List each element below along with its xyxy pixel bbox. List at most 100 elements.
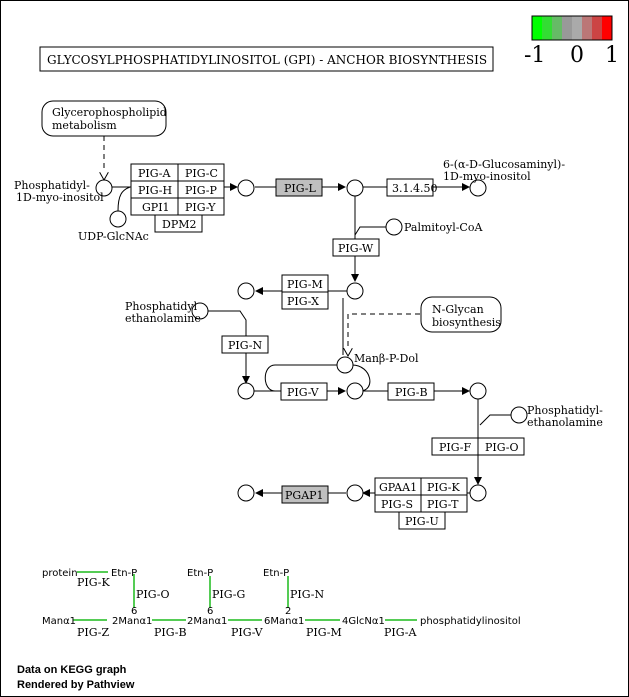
compound-glcn-pi[interactable] <box>346 179 364 197</box>
nglycan-line2: biosynthesis <box>432 316 501 329</box>
palmitoyl-label: Palmitoyl-CoA <box>404 221 483 234</box>
struct-pig-o: PIG-O <box>136 588 169 601</box>
compound-gpi[interactable] <box>469 484 487 502</box>
gp-metabolism-line2: metabolism <box>52 119 117 132</box>
compound-pe-1[interactable] <box>191 302 209 320</box>
link-nglycan <box>348 313 420 356</box>
gene-pig-o-label: PIG-O <box>485 441 518 454</box>
legend-swatch <box>592 16 602 40</box>
gene-ec-label: 3.1.4.50 <box>392 182 437 195</box>
pi-label-2: 1D-myo-inositol <box>16 191 104 204</box>
gene-ec-3-1-4-50[interactable] <box>386 178 434 197</box>
struct-two: 2 <box>285 606 291 617</box>
gene-pig-b[interactable] <box>387 382 435 401</box>
gene-pig-c-label: PIG-C <box>185 167 218 180</box>
pe2-label-2: ethanolamine <box>527 416 603 429</box>
compound-udp-glcnac[interactable] <box>109 210 127 228</box>
struct-etn-p-2: Etn-P <box>187 568 213 579</box>
gene-pig-v-label: PIG-V <box>287 386 320 399</box>
glucosaminyl-label-1: 6-(α-D-Glucosaminyl)- <box>443 158 565 171</box>
gene-pgap1[interactable] <box>281 485 329 504</box>
compound-pi[interactable] <box>95 179 113 197</box>
legend-swatch <box>572 16 582 40</box>
nglycan-line1: N-Glycan <box>432 303 484 316</box>
gp-metabolism-map[interactable] <box>41 100 167 137</box>
man-p-dol-label: Manβ-P-Dol <box>354 352 419 365</box>
gene-pig-l-label: PIG-L <box>284 182 316 195</box>
compound-man2[interactable] <box>346 382 364 400</box>
gene-pig-n[interactable] <box>221 335 269 354</box>
compound-man1[interactable] <box>237 282 255 300</box>
compound-gpi-protein[interactable] <box>346 484 364 502</box>
compound-man-p-dol[interactable] <box>336 356 354 374</box>
gene-pig-y-label: PIG-Y <box>185 201 216 214</box>
compound-gpi-protein-deacyl[interactable] <box>237 484 255 502</box>
gene-pig-f-label: PIG-F <box>439 441 471 454</box>
gene-pig-k-label: PIG-K <box>427 481 460 494</box>
gene-pig-m-label: PIG-M <box>287 278 323 291</box>
gene-pig-u-label: PIG-U <box>405 515 439 528</box>
legend-swatch <box>582 16 592 40</box>
struct-six-1: 6 <box>131 606 137 617</box>
gene-pig-n-label: PIG-N <box>228 339 262 352</box>
gene-pig-l[interactable] <box>275 178 323 197</box>
pe1-label-1: Phosphatidyl <box>125 300 198 313</box>
gene-pig-w[interactable] <box>332 238 380 257</box>
legend-label-mid: 0 <box>570 43 584 68</box>
struct-pig-a: PIG-A <box>384 626 417 639</box>
edge-dol-pigv <box>264 364 337 392</box>
struct-pig-k: PIG-K <box>77 576 110 589</box>
struct-etn-p-1: Etn-P <box>111 568 137 579</box>
struct-pig-n: PIG-N <box>290 588 324 601</box>
gene-pig-o[interactable] <box>477 437 525 456</box>
legend-swatch <box>602 16 612 40</box>
compound-glcnac-pi[interactable] <box>237 179 255 197</box>
struct-glcn: 4GlcNα1 <box>342 616 385 627</box>
pe2-label-1: Phosphatidyl- <box>527 404 603 417</box>
color-legend <box>532 16 612 40</box>
footer-line-2: Rendered by Pathview <box>17 679 135 691</box>
gene-pig-p-label: PIG-P <box>185 184 217 197</box>
title-box <box>39 46 494 72</box>
struct-man1: Manα1 <box>42 616 76 627</box>
legend-swatch <box>532 16 542 40</box>
legend-swatch <box>542 16 552 40</box>
struct-six-2: 6 <box>207 606 213 617</box>
pi-label-1: Phosphatidyl- <box>14 179 90 192</box>
struct-man2: 2Manα1 <box>112 616 152 627</box>
gene-gpaa1-label: GPAA1 <box>379 481 417 494</box>
compound-etnp-man1[interactable] <box>237 382 255 400</box>
edge-pe2 <box>479 414 512 426</box>
gene-pig-v[interactable] <box>280 382 328 401</box>
struct-protein: protein <box>42 568 78 579</box>
legend-label-min: -1 <box>524 43 545 68</box>
compound-glucosaminyl[interactable] <box>469 179 487 197</box>
edge-udp-glcnac <box>117 186 131 212</box>
gene-pig-s-label: PIG-S <box>381 498 413 511</box>
struct-etn-p-3: Etn-P <box>263 568 289 579</box>
struct-pig-v: PIG-V <box>231 626 264 639</box>
struct-man4: 6Manα1 <box>264 616 304 627</box>
compound-pe-2[interactable] <box>510 406 528 424</box>
udp-glcnac-label: UDP-GlcNAc <box>78 230 149 243</box>
pathway-title: GLYCOSYLPHOSPHATIDYLINOSITOL (GPI) - ANC… <box>47 53 487 67</box>
struct-pig-b: PIG-B <box>154 626 187 639</box>
legend-frame <box>531 15 613 41</box>
struct-pi: phosphatidylinositol <box>420 616 521 627</box>
struct-pig-m: PIG-M <box>306 626 342 639</box>
gene-pig-w-label: PIG-W <box>338 242 374 255</box>
gene-pig-t-label: PIG-T <box>427 498 459 511</box>
gene-pig-x-label: PIG-X <box>287 295 319 308</box>
edge-palmitoyl <box>354 226 386 236</box>
compound-man3[interactable] <box>469 382 487 400</box>
gene-pig-x[interactable] <box>281 291 329 310</box>
legend-swatch <box>562 16 572 40</box>
nglycan-map[interactable] <box>420 296 502 333</box>
gene-dpm2[interactable] <box>154 214 203 233</box>
compound-glcn-acyl-pi[interactable] <box>346 282 364 300</box>
pe1-label-2: ethanolamine <box>125 312 201 325</box>
compound-palmitoyl-coa[interactable] <box>385 218 403 236</box>
gene-pig-u[interactable] <box>398 511 446 530</box>
